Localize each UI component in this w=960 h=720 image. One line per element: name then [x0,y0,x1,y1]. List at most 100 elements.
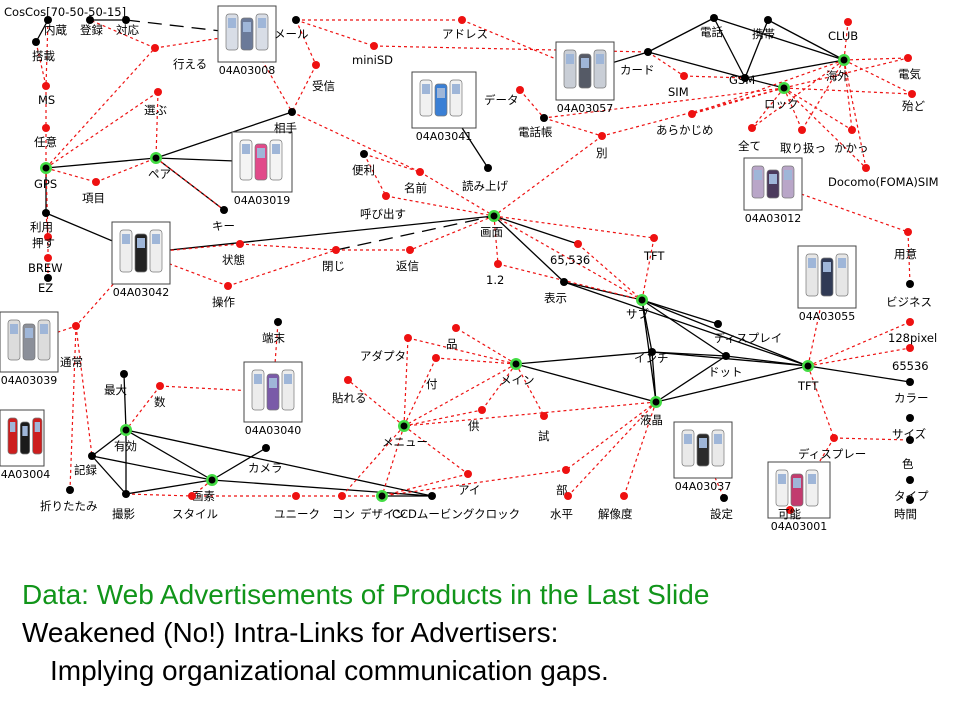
node-iro: 色 [902,436,914,471]
node-ccd: CCDムービングクロック [392,492,520,521]
node-label: SIM [668,85,689,99]
node-hodo: 殆ど [902,90,925,113]
node-label: 返信 [396,259,419,273]
product-04A03055: 04A03055 [797,245,857,323]
edge-tsuujou-kiroku [75,325,93,457]
node-shina: 品 [446,324,460,351]
product-04A03041: 04A03041 [411,71,477,143]
edge-rock-toriatsukai [783,87,803,131]
node-label: ロック [764,97,799,111]
node-type: タイプ [894,476,929,503]
node-label: アイ [458,483,480,497]
node-label: 端末 [262,331,285,345]
node-label: カラー [894,391,929,405]
edge-ekishou-dot [655,355,727,403]
slim-phones-photo [251,369,295,411]
node-hyouji: 表示 [544,278,568,305]
node-label: 登録 [80,23,103,37]
edge-gamen-n12 [493,215,499,265]
node-label: 名前 [404,181,427,195]
node-label: 海外 [826,69,849,83]
product-id-label: 04A03008 [219,64,276,77]
edge-koumoku-pea [95,157,157,183]
node-label: 折りたたみ [40,499,98,513]
edge-gaso-ccd [211,479,433,497]
node-label: 電気 [898,67,921,81]
edge-card-gsm [647,51,746,79]
node-label: 押す [32,236,55,250]
node-label: 任意 [34,135,57,149]
node-label: 数 [154,395,166,409]
node-label: 水平 [550,507,573,521]
node-label: TFT [797,379,819,393]
node-label: 取り扱っ [780,141,826,155]
node-tft1: TFT [643,234,665,263]
edge-mail-jushin [295,19,317,66]
product-id-label: 04A03055 [799,310,856,323]
node-data: データ [484,86,524,107]
edge-rock-subete [751,87,785,129]
node-tsuujou: 通常 [60,322,83,369]
node-label: 電話帳 [518,125,553,139]
edge-tft2-color [807,365,911,383]
node-label: 設定 [710,507,733,521]
node-yobidasu: 呼び出す [360,192,406,221]
node-label: ペア [148,167,171,181]
edge-gaso-kiroku [91,455,213,481]
node-touroku: 登録 [80,16,103,37]
node-n65536: 65,536 [550,240,590,267]
edge-kaigai-club [843,21,849,61]
node-kaizoudo: 解像度 [598,492,633,521]
edge-tousai-ms [35,41,47,87]
edge-sousa-tojite [227,249,337,287]
node-adapter: アダプタ [360,334,412,363]
node-p128: 128pixel [888,318,937,345]
node-taiou: 対応 [116,16,139,37]
node-toriatsukai: 取り扱っ [780,126,826,155]
edge-kaigai-keitai [767,19,845,61]
edge-pea-aite [155,111,293,159]
edge-tft2-display2 [807,365,835,439]
edge-dot-tft2 [725,355,809,367]
product-id-label: 04A03041 [416,130,473,143]
node-label: 相手 [274,121,297,135]
node-suihei: 水平 [550,492,573,521]
edge-n12-sub [497,263,643,301]
node-tsuki: 付 [426,354,440,391]
node-ez: EZ [38,274,53,295]
node-label: スタイル [172,507,218,521]
edge-main-tsuki [435,357,517,365]
node-n12: 1.2 [486,260,504,287]
edge-kaigai-toriatsukai [801,59,845,131]
edge-gsm-rock [744,77,785,89]
node-label: MS [38,93,55,107]
edge-menu-design [381,425,405,497]
node-kanou: 可能 [778,506,801,521]
node-unique: ユニーク [274,492,320,521]
edge-jushin-aite [291,64,317,113]
product-id-label: 04A03039 [1,374,58,387]
product-id-label: 04A03040 [245,424,302,437]
node-label: 1.2 [486,273,504,287]
node-aite: 相手 [274,108,297,135]
node-camera: カメラ [248,444,283,475]
edge-gps-okonaeru [45,47,156,169]
node-label: 色 [902,457,914,471]
node-business: ビジネス [886,280,932,309]
edge-data-denwachou [519,89,545,119]
edge-suu-04A03040 [159,385,274,393]
edge-rock-kaka [783,87,853,131]
node-label: 65,536 [550,253,590,267]
edge-riyou-osu [45,212,49,238]
node-benri: 便利 [352,150,375,177]
node-dot: ドット [708,352,743,379]
node-label: 全て [738,139,761,153]
edge-gamen-n65536 [493,215,579,245]
edge-yobidasu-gamen [385,195,495,217]
edge-erabu-pea [155,91,159,159]
edge-gamen-hyouji [493,215,565,283]
node-tft2: TFT [797,360,819,393]
node-namae: 名前 [404,168,427,195]
implication-caption: Implying organizational communication ga… [50,655,609,686]
edge-kaigai-gsm [744,59,845,79]
